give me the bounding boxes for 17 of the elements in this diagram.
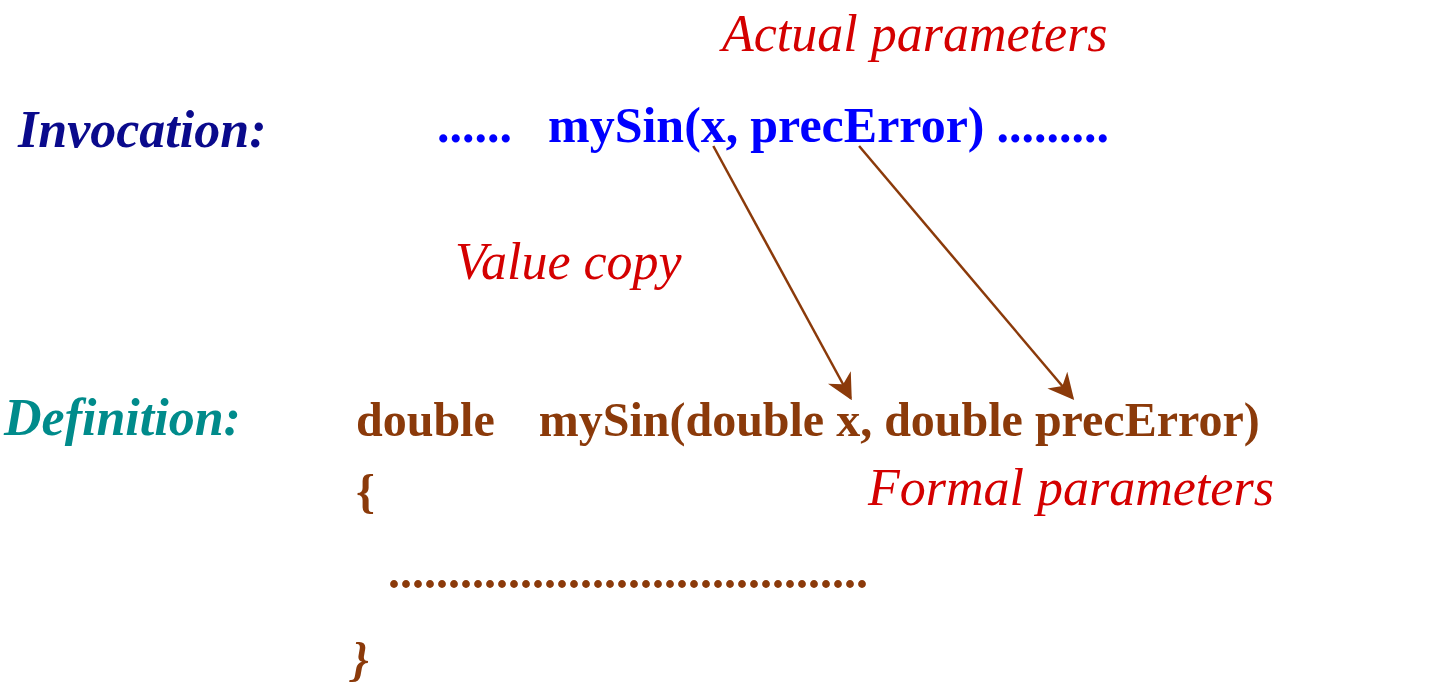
parameter-name: x [836, 396, 861, 444]
code-text: { [356, 468, 375, 516]
code-text: ......... [996, 100, 1109, 150]
annotation-text: Value copy [455, 236, 682, 288]
arrow [858, 145, 1075, 400]
code-text: ........................................ [388, 548, 868, 596]
parameter-name: x [700, 100, 726, 150]
code-text: double [356, 396, 495, 444]
row-heading: Definition: [4, 392, 241, 444]
parameter-name: precError [1034, 396, 1244, 444]
annotation-text: Formal parameters [868, 462, 1274, 514]
code-text: , [725, 100, 739, 150]
code-text: ...... [437, 100, 512, 150]
code-text: double [884, 396, 1023, 444]
row-heading: Invocation: [18, 104, 267, 156]
code-text: , [860, 396, 873, 444]
arrow [712, 145, 852, 401]
